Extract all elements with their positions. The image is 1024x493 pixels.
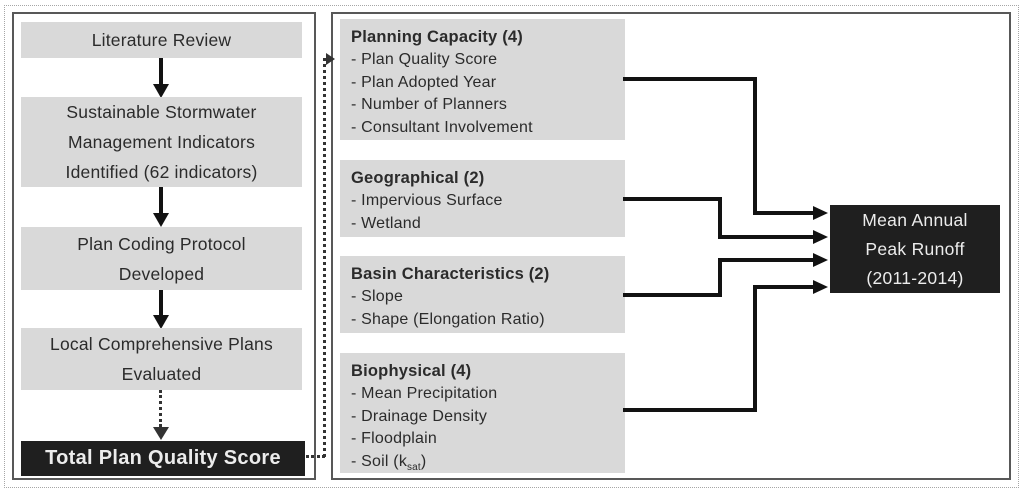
dotted-arrow-down-icon <box>153 427 169 440</box>
step-box-indicators-identified: Sustainable Stormwater Management Indica… <box>21 97 302 187</box>
dotted-connector-vertical <box>323 58 326 457</box>
category-title: Basin Characteristics (2) <box>351 265 550 283</box>
dotted-arrow-right-icon <box>326 53 335 65</box>
category-box-basin-characteristics: Basin Characteristics (2) - Slope - Shap… <box>340 256 625 333</box>
connector-basin-entry <box>718 258 813 262</box>
category-box-geographical: Geographical (2) - Impervious Surface - … <box>340 160 625 237</box>
arrow-right-icon <box>813 230 828 244</box>
outcome-box-mean-annual-peak-runoff: Mean Annual Peak Runoff (2011-2014) <box>830 205 1000 293</box>
right-panel <box>331 12 1011 480</box>
arrow-right-icon <box>813 206 828 220</box>
connector-biophysical-vertical <box>753 285 757 412</box>
arrow-down-icon <box>153 315 169 329</box>
list-item: - Mean Precipitation <box>351 385 498 402</box>
flow-arrow-line-1 <box>159 58 163 84</box>
connector-geographical-vertical <box>718 197 722 239</box>
list-item: - Drainage Density <box>351 407 488 425</box>
step-box-coding-protocol: Plan Coding Protocol Developed <box>21 227 302 290</box>
arrow-down-icon <box>153 84 169 98</box>
category-title: Biophysical (4) <box>351 362 472 380</box>
list-item: - Slope <box>351 288 404 305</box>
step-box-literature-review: Literature Review <box>21 22 302 58</box>
dotted-flow-arrow-line <box>159 390 162 427</box>
list-item: - Number of Planners <box>351 96 508 113</box>
step-box-plans-evaluated: Local Comprehensive Plans Evaluated <box>21 328 302 390</box>
connector-planning-horizontal <box>623 77 757 81</box>
left-panel <box>12 12 316 480</box>
list-item: - Shape (Elongation Ratio) <box>351 310 545 328</box>
figure-outer-border <box>4 5 1019 488</box>
category-box-planning-capacity: Planning Capacity (4) - Plan Quality Sco… <box>340 19 625 140</box>
list-item: - Impervious Surface <box>351 192 503 209</box>
arrow-down-icon <box>153 213 169 227</box>
arrow-right-icon <box>813 280 828 294</box>
list-item-soil-ksat: - Soil (ksat) <box>351 451 619 480</box>
dotted-connector-horizontal <box>306 455 325 458</box>
soil-item-subscript: sat <box>407 461 421 473</box>
list-item: - Consultant Involvement <box>351 118 533 136</box>
category-title: Geographical (2) <box>351 169 485 187</box>
connector-basin-vertical <box>718 258 722 297</box>
list-item: - Floodplain <box>351 430 438 447</box>
list-item: - Plan Quality Score <box>351 51 498 68</box>
category-title: Planning Capacity (4) <box>351 28 523 46</box>
soil-item-prefix: - Soil (k <box>351 452 408 470</box>
flow-arrow-line-3 <box>159 290 163 315</box>
connector-basin-horizontal <box>623 293 722 297</box>
connector-planning-entry <box>753 211 813 215</box>
list-item: - Plan Adopted Year <box>351 73 497 91</box>
list-item: - Wetland <box>351 214 421 232</box>
connector-geographical-horizontal <box>623 197 722 201</box>
total-plan-quality-score-box: Total Plan Quality Score <box>21 441 305 476</box>
connector-biophysical-entry <box>753 285 813 289</box>
connector-planning-vertical <box>753 77 757 215</box>
flow-arrow-line-2 <box>159 187 163 213</box>
category-box-biophysical: Biophysical (4) - Mean Precipitation - D… <box>340 353 625 473</box>
arrow-right-icon <box>813 253 828 267</box>
soil-item-suffix: ) <box>420 452 427 470</box>
connector-geographical-entry <box>718 235 813 239</box>
connector-biophysical-horizontal <box>623 408 757 412</box>
